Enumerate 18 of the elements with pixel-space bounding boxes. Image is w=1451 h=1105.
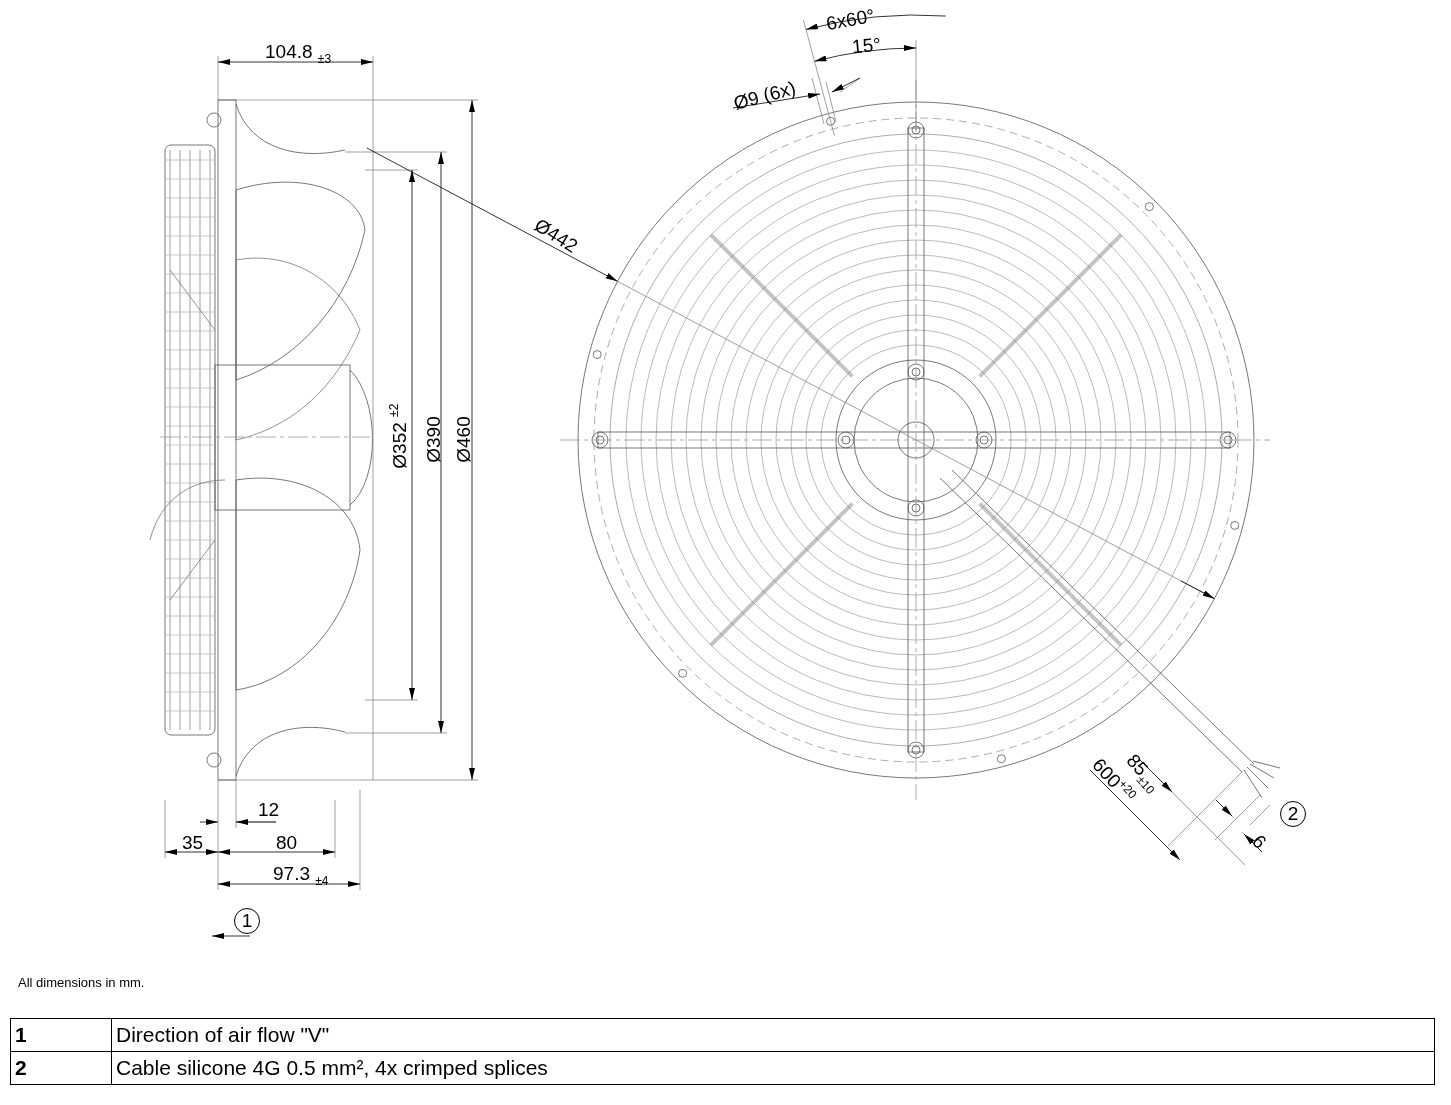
dimension-label: 35 xyxy=(182,833,204,852)
dimension-label: 12 xyxy=(258,800,280,819)
item-number: 2 xyxy=(10,1051,112,1085)
dimension-label: Ø460 xyxy=(453,416,473,463)
dimension-label: Ø390 xyxy=(423,416,443,463)
dimension-label: 80 xyxy=(276,833,298,852)
note-text: All dimensions in mm. xyxy=(18,975,145,990)
dimension-label: 15° xyxy=(851,34,882,57)
callout-number: 1 xyxy=(234,908,260,934)
dimension-label: Ø9 (6x) xyxy=(731,78,798,113)
item-number: 1 xyxy=(10,1018,112,1052)
callout-number: 2 xyxy=(1280,801,1306,827)
dimension-label: 97.3 $_{±4}$ xyxy=(273,864,329,887)
item-description: Direction of air flow "V" xyxy=(111,1018,1435,1052)
dimension-label: 6 xyxy=(1248,831,1270,852)
dimension-label: 104.8 $_{±3}$ xyxy=(265,42,332,65)
item-description: Cable silicone 4G 0.5 mm², 4x crimped splices xyxy=(111,1051,1435,1085)
dimension-label: 6x60° xyxy=(824,5,877,34)
